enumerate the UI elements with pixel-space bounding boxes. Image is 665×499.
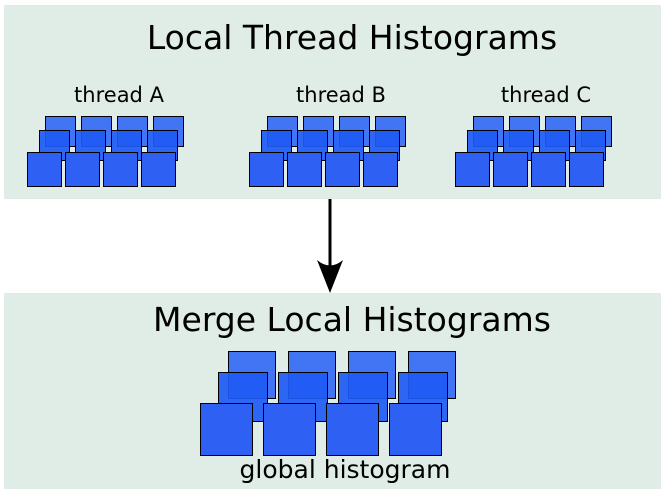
global-histogram (200, 351, 456, 456)
histogram-square (249, 152, 284, 187)
merge-local-histograms-title: Merge Local Histograms (153, 300, 551, 339)
local-thread-histograms-title: Local Thread Histograms (146, 18, 558, 57)
histogram-square (326, 403, 379, 456)
histogram-square (325, 152, 360, 187)
histogram-square (263, 403, 316, 456)
histogram-square (200, 403, 253, 456)
histogram-square (531, 152, 566, 187)
thread-b-histogram (249, 116, 406, 188)
histogram-square (27, 152, 62, 187)
down-arrow-icon (317, 199, 343, 293)
histogram-square (363, 152, 398, 187)
thread-a-histogram (27, 116, 184, 188)
global-histogram-label: global histogram (239, 455, 451, 484)
local-thread-histograms-panel: Local Thread Histograms thread A thread … (4, 5, 661, 199)
histogram-square (455, 152, 490, 187)
thread-a-label: thread A (74, 83, 164, 107)
thread-c-histogram (455, 116, 612, 188)
histogram-square (65, 152, 100, 187)
merge-local-histograms-panel: Merge Local Histograms global histogram (4, 293, 661, 489)
histogram-square (569, 152, 604, 187)
histogram-square (389, 403, 442, 456)
histogram-square (287, 152, 322, 187)
histogram-square (141, 152, 176, 187)
histogram-square (493, 152, 528, 187)
histogram-square (103, 152, 138, 187)
thread-b-label: thread B (296, 83, 386, 107)
thread-c-label: thread C (500, 83, 592, 107)
